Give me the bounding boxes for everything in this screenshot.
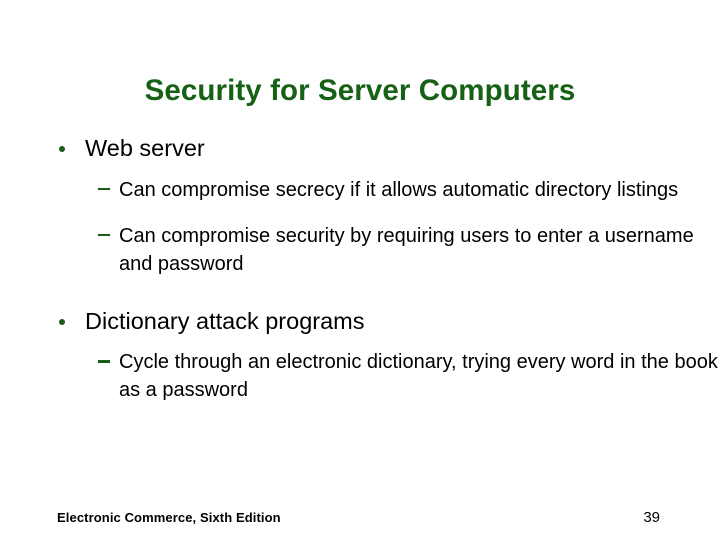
bullet-dash-icon: [98, 233, 110, 237]
slide-body: Web server Can compromise secrecy if it …: [0, 134, 720, 404]
bullet-dash-icon: [98, 360, 110, 363]
bullet-level1-web-server: Web server: [0, 134, 720, 163]
bullet-level2-cycle-dictionary: Cycle through an electronic dictionary, …: [0, 348, 720, 404]
bullet-level2-label: Can compromise secrecy if it allows auto…: [119, 178, 679, 201]
bullet-level2-label: Can compromise security by requiring use…: [119, 224, 694, 275]
bullet-level2-secrecy: Can compromise secrecy if it allows auto…: [0, 176, 720, 204]
bullet-level1-dictionary-attack: Dictionary attack programs: [0, 307, 720, 336]
bullet-level2-username-password: Can compromise security by requiring use…: [0, 222, 720, 278]
bullet-dot-icon: [59, 146, 65, 152]
bullet-dash-icon: [98, 187, 110, 191]
bullet-level1-label: Web server: [85, 135, 205, 161]
footer-source-text: Electronic Commerce, Sixth Edition: [57, 510, 281, 525]
page-number: 39: [643, 509, 660, 526]
page-title: Security for Server Computers: [144, 74, 576, 107]
bullet-level1-label: Dictionary attack programs: [85, 307, 365, 334]
bullet-dot-icon: [59, 318, 65, 325]
bullet-level2-label: Cycle through an electronic dictionary, …: [119, 351, 718, 402]
